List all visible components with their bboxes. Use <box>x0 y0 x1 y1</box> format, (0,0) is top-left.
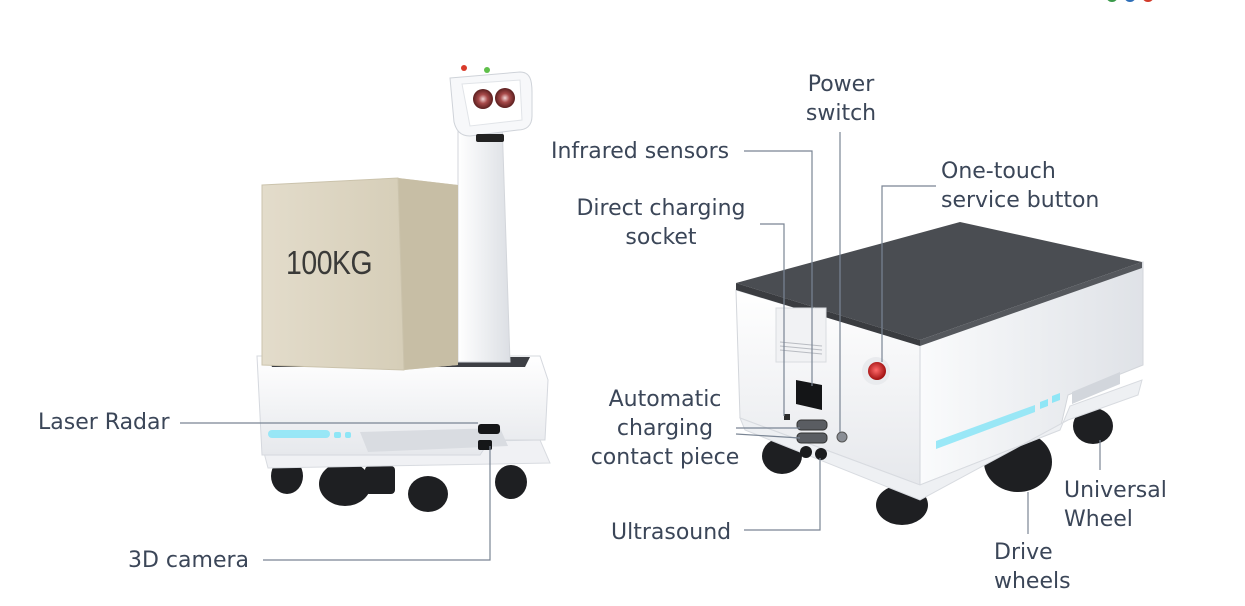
universal-wheel-label: Universal Wheel <box>1064 478 1167 532</box>
front-sensor-window <box>796 380 822 410</box>
right-eye-icon <box>495 88 515 108</box>
service-button-icon <box>868 362 886 380</box>
laser-radar-label: Laser Radar <box>38 410 170 435</box>
power-switch-label: Power switch <box>805 72 877 126</box>
automatic-charging-contact-label: Automatic charging contact piece <box>590 387 740 470</box>
drive-wheels-label: Drive wheels <box>994 540 1071 594</box>
cargo-box <box>261 177 458 371</box>
infrared-sensors-label: Infrared sensors <box>551 139 730 164</box>
left-robot <box>256 65 551 512</box>
3d-camera-label: 3D camera <box>128 548 249 573</box>
cargo-weight-label: 100KG <box>286 244 373 281</box>
ultrasound-label: Ultrasound <box>611 520 732 545</box>
one-touch-service-button-label: One-touch service button <box>941 159 1100 213</box>
right-light-strip <box>936 393 1060 449</box>
laser-radar-sensor <box>478 424 500 434</box>
left-robot-wheels <box>271 458 527 512</box>
leader-lines <box>180 132 1101 561</box>
left-light-strip <box>268 430 351 438</box>
left-eye-icon <box>473 89 493 109</box>
power-switch-icon <box>836 431 848 443</box>
robot-head <box>449 65 533 142</box>
brand-logo-icon <box>1107 0 1153 2</box>
direct-charging-socket-label: Direct charging socket <box>576 196 746 250</box>
charging-contact <box>796 419 828 444</box>
3d-camera-sensor <box>478 440 492 450</box>
